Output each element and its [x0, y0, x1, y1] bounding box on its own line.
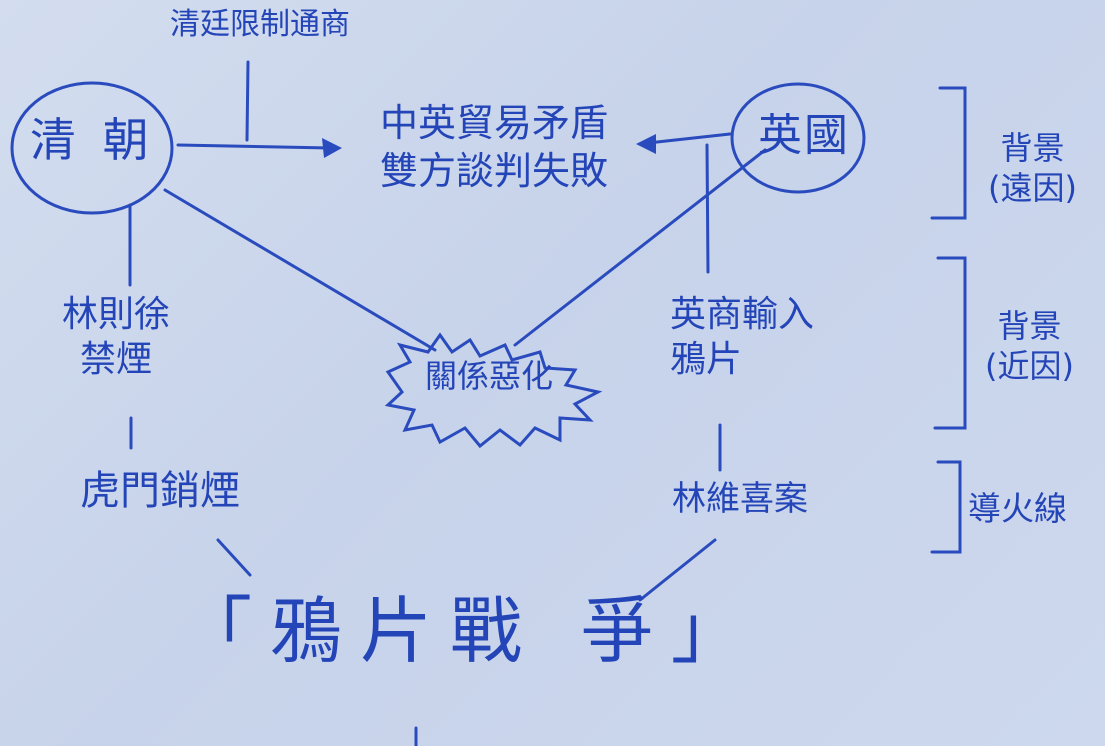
node-opium-war: 「鴉片戰 爭」	[180, 589, 761, 673]
britain-to-relations-line	[513, 148, 767, 347]
opium-line-2: 鴉片	[670, 339, 743, 380]
label-remote-cause: 背景 (遠因)	[988, 128, 1077, 208]
remote-line-2: (遠因)	[988, 169, 1077, 207]
linweixi-to-war-line	[638, 538, 717, 602]
bracket-trigger	[930, 460, 962, 554]
burst-outline	[384, 332, 603, 449]
conflict-arrowhead-left	[322, 138, 342, 158]
bracket-recent	[933, 256, 967, 430]
humen-to-war-line	[216, 538, 252, 577]
restrict-trade-line	[245, 60, 250, 142]
remote-line-1: 背景	[1000, 129, 1065, 167]
node-lin-weixi: 林維喜案	[672, 479, 808, 519]
node-qing: 清 朝	[30, 113, 155, 167]
label-trigger: 導火線	[968, 489, 1067, 528]
linzexu-line-2: 禁煙	[80, 339, 153, 380]
recent-line-1: 背景	[997, 307, 1062, 345]
opium-line-1: 英商輸入	[670, 294, 815, 335]
node-trade-conflict: 中英貿易矛盾 雙方談判失敗	[380, 100, 608, 195]
linzexu-line-1: 林則徐	[62, 294, 171, 335]
node-relations-worsen: 關係惡化	[425, 357, 554, 395]
node-lin-zexu: 林則徐 禁煙	[62, 292, 170, 382]
node-britain: 英國	[758, 110, 850, 161]
qing-to-relations-line	[163, 188, 437, 352]
node-humen: 虎門銷煙	[80, 468, 240, 514]
bracket-remote	[930, 86, 967, 220]
conflict-arrowhead-right	[636, 134, 656, 154]
conflict-line-2: 雙方談判失敗	[380, 148, 609, 193]
label-recent-cause: 背景 (近因)	[985, 306, 1074, 386]
conflict-line-1: 中英貿易矛盾	[380, 101, 609, 145]
node-restrict-trade: 清廷限制通商	[170, 7, 350, 42]
britain-to-conflict-line	[646, 132, 732, 145]
qing-to-conflict-line	[176, 143, 332, 150]
recent-line-2: (近因)	[985, 347, 1074, 385]
node-british-opium: 英商輸入 鴉片	[670, 292, 814, 382]
britain-to-opium-line	[705, 143, 710, 274]
qing-ellipse	[10, 81, 174, 215]
britain-ellipse	[730, 82, 866, 194]
